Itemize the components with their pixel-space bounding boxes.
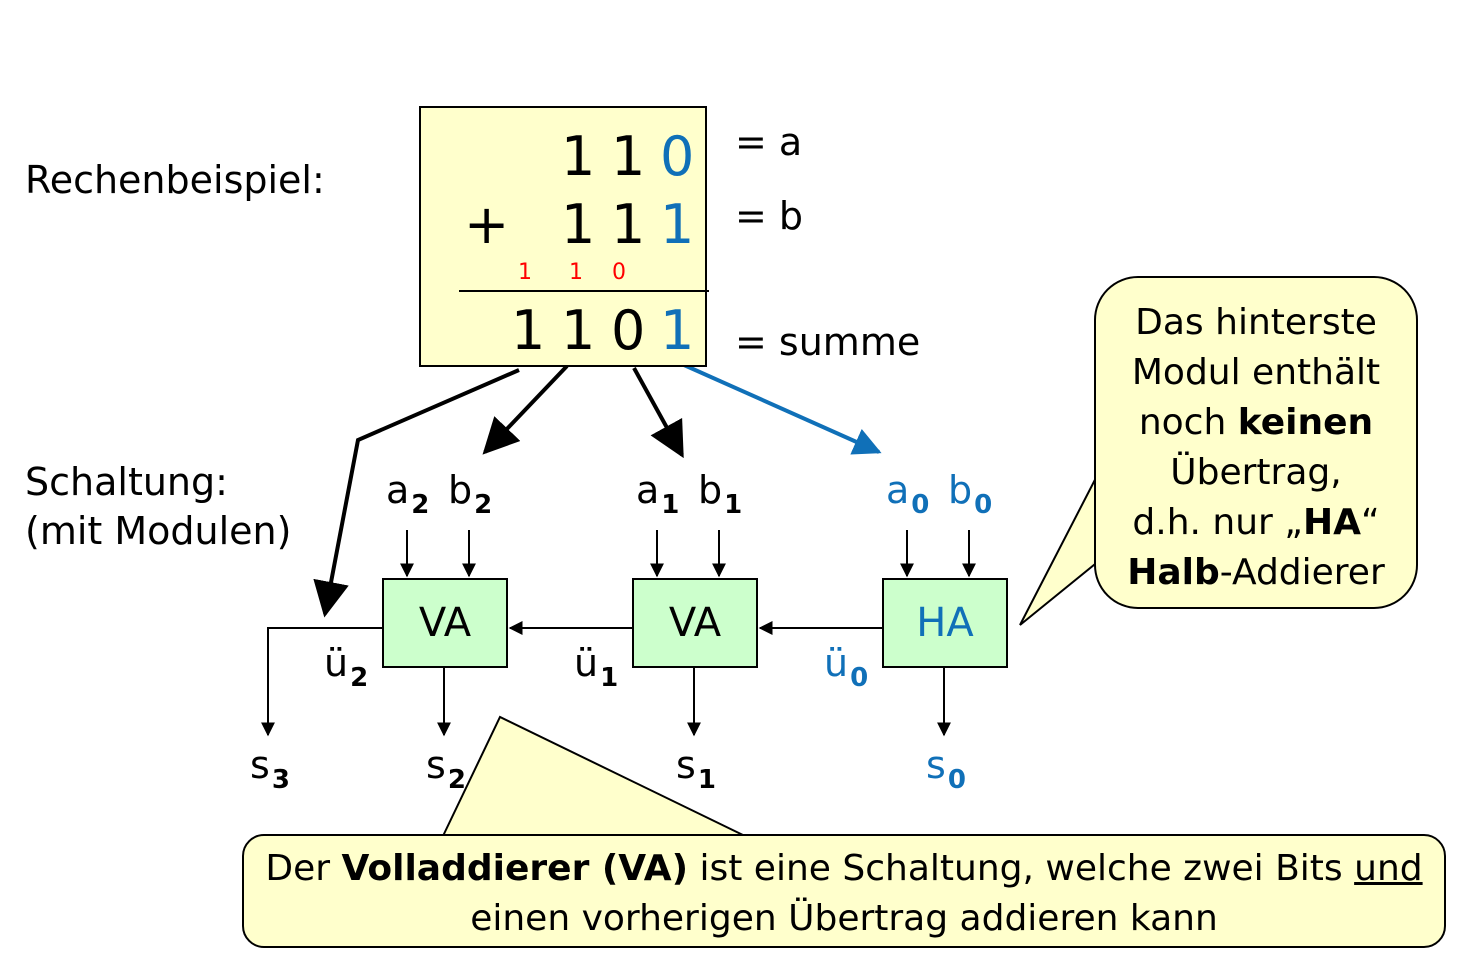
b-digit-2: 1 [561,193,596,256]
eq-a-label: = a [735,120,803,164]
sum-digit-1: 0 [611,299,646,362]
callout-ha: Das hinterste Modul enthält noch keinen … [1094,276,1418,609]
sum-digit-0: 1 [660,299,695,362]
b-digit-1: 1 [611,193,646,256]
arrow-sum2-to-b2 [482,364,569,455]
output-s2: s2 [426,743,466,795]
arrow-sum0-to-a0 [683,363,882,455]
carry-2: 1 [518,260,532,285]
input-b1: b1 [698,468,743,520]
input-a2: a2 [386,468,430,520]
callout-ha-line6: Halb-Addierer [1127,552,1385,593]
carry-u2: ü2 [324,641,369,693]
carry-u1: ü1 [574,641,619,693]
input-b0: b0 [948,468,993,520]
plus-sign: + [464,193,510,256]
b-digit-0: 1 [660,193,695,256]
callout-ha-tail [1019,469,1101,626]
input-a0: a0 [886,468,930,520]
carry-u0: ü0 [824,641,869,693]
sum-line [459,290,709,292]
calculation-box: 1 1 0 + 1 1 1 1 1 0 1 1 0 1 [419,106,709,367]
callout-va-line1: Der Volladdierer (VA) ist eine Schaltung… [265,848,1423,889]
a-digit-2: 1 [561,125,596,188]
callout-ha-line5: d.h. nur „HA“ [1132,502,1380,543]
arrow-sum3-to-u2 [313,368,520,618]
callout-ha-line4: Übertrag, [1170,452,1342,493]
module-ha-0: HA [882,578,1008,668]
eq-b-label: = b [735,194,804,238]
callout-va: Der Volladdierer (VA) ist eine Schaltung… [242,834,1446,948]
carry-0: 0 [612,260,626,285]
output-s3: s3 [250,743,290,795]
a-digit-1: 1 [611,125,646,188]
a-digit-0: 0 [660,125,695,188]
input-a1: a1 [636,468,680,520]
callout-ha-line2: Modul enthält [1131,352,1381,393]
sum-digit-2: 1 [561,299,596,362]
callout-ha-line3: noch keinen [1138,402,1374,443]
mit-modulen-label: (mit Modulen) [25,509,292,553]
rechenbeispiel-label: Rechenbeispiel: [25,158,325,202]
arrow-sum1-to-a1 [632,367,684,459]
callout-ha-line1: Das hinterste [1135,302,1377,343]
output-s0: s0 [926,743,966,795]
output-s1: s1 [676,743,716,795]
schaltung-label: Schaltung: [25,460,228,504]
sum-digit-3: 1 [511,299,546,362]
eq-summe-label: = summe [735,320,921,364]
input-b2: b2 [448,468,493,520]
carry-1: 1 [569,260,583,285]
module-va-1: VA [632,578,758,668]
module-va-2: VA [382,578,508,668]
callout-va-line2: einen vorherigen Übertrag addieren kann [470,898,1218,939]
